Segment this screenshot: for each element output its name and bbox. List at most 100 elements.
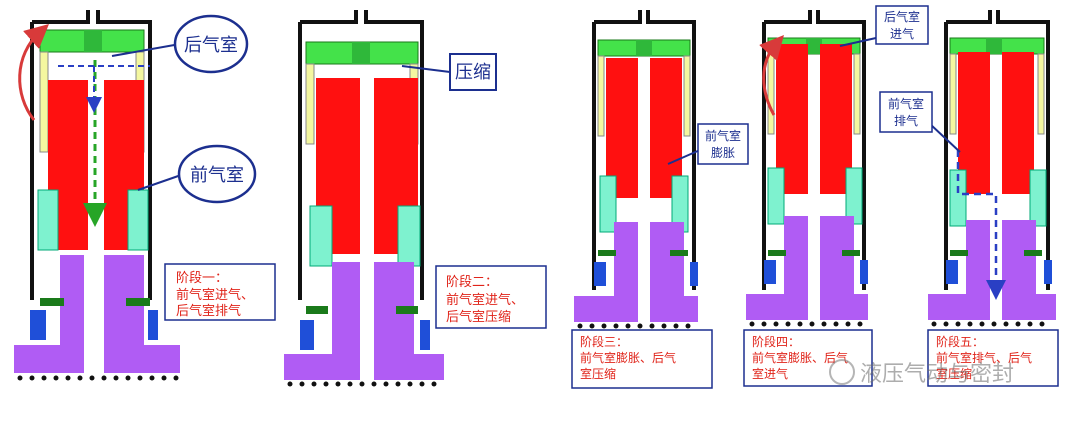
stage-box [435, 265, 547, 329]
panel-stage-5: 前气室 排气 阶段五： 前气室排气、后气 室压缩 [879, 10, 1059, 387]
motion-arrow-red [18, 24, 49, 121]
mount-stud [857, 321, 863, 327]
callout-front-chamber: 前气室 [190, 165, 244, 186]
stage-line: 前气室膨胀、后气 [752, 350, 848, 365]
stage-title: 阶段四： [752, 334, 800, 349]
mount-stud [29, 375, 35, 381]
stage-box [927, 329, 1059, 387]
mount-stud [943, 321, 949, 327]
mount-stud [797, 321, 803, 327]
mount-stud [637, 323, 643, 329]
mount-stud [383, 381, 389, 387]
mount-stud [967, 321, 973, 327]
mount-stud [347, 381, 353, 387]
mount-stud [589, 323, 595, 329]
mount-stud [613, 323, 619, 329]
mount-stud [577, 323, 583, 329]
mount-stud [625, 323, 631, 329]
mount-stud [311, 381, 317, 387]
callout-compress: 压缩 [455, 62, 491, 83]
callout-bubble [177, 144, 257, 204]
mount-stud [1003, 321, 1009, 327]
callout-box [879, 91, 933, 133]
air-flow-arrow-blue [956, 150, 1006, 300]
watermark-text: 液压气动与密封 [860, 362, 1014, 387]
cylinder-4 [746, 10, 868, 320]
mount-stud [673, 323, 679, 329]
mount-stud [17, 375, 23, 381]
stage-title: 阶段五： [936, 334, 984, 349]
air-flow-arrow-blue [58, 65, 150, 105]
callout-leader [137, 173, 185, 191]
stage-box [164, 263, 276, 321]
mount-stud [649, 323, 655, 329]
mount-stud [299, 381, 305, 387]
panel-stage-1: 后气室 前气室 阶段一： 前气室进气、 后气室排气 [14, 10, 276, 373]
callout-leader [111, 43, 181, 57]
mount-stud [371, 381, 377, 387]
stage-line: 室压缩 [936, 366, 972, 381]
stage-box [571, 329, 713, 389]
watermark: 液压气动与密封 [829, 359, 1014, 387]
mount-stud [53, 375, 59, 381]
panel-stage-3: 前气室 膨胀 阶段三： 前气室膨胀、后气 室压缩 [571, 10, 749, 389]
mount-stud [173, 375, 179, 381]
stage-line: 前气室排气、后气 [936, 350, 1032, 365]
callout-leader [401, 65, 451, 73]
mount-stud [749, 321, 755, 327]
mount-stud [821, 321, 827, 327]
mount-stud [419, 381, 425, 387]
callout-front-exhaust: 排气 [894, 113, 918, 128]
wechat-icon [829, 359, 855, 385]
cylinder-3 [574, 10, 698, 322]
mount-stud [41, 375, 47, 381]
mount-stud [685, 323, 691, 329]
mount-stud [395, 381, 401, 387]
mount-stud [833, 321, 839, 327]
motion-arrow-red [759, 35, 784, 116]
mount-stud [161, 375, 167, 381]
mount-stud [323, 381, 329, 387]
mount-stud [137, 375, 143, 381]
mount-stud [979, 321, 985, 327]
mount-stud [89, 375, 95, 381]
mount-stud [149, 375, 155, 381]
stage-title: 阶段二： [446, 275, 498, 290]
stage-line: 室进气 [752, 366, 788, 381]
panel-stage-4: 后气室 进气 阶段四： 前气室膨胀、后气 室进气 [743, 5, 929, 387]
mount-stud [1027, 321, 1033, 327]
stage-line: 后气室排气 [176, 303, 241, 319]
cylinder-1 [14, 10, 180, 373]
mount-stud [955, 321, 961, 327]
mount-stud [1015, 321, 1021, 327]
stage-title: 阶段一： [176, 271, 228, 286]
mount-stud [773, 321, 779, 327]
stage-box [743, 329, 873, 387]
mount-stud [991, 321, 997, 327]
mount-stud [931, 321, 937, 327]
mount-stud [65, 375, 71, 381]
cylinder-2 [284, 10, 444, 380]
mount-stud [845, 321, 851, 327]
mount-stud [407, 381, 413, 387]
panel-stage-2: 压缩 阶段二： 前气室进气、 后气室压缩 [284, 10, 547, 380]
mount-stud [287, 381, 293, 387]
mount-stud [601, 323, 607, 329]
mount-stud [431, 381, 437, 387]
callout-leader [667, 149, 701, 165]
callout-front-expand: 膨胀 [711, 146, 735, 160]
callout-box [449, 53, 497, 91]
callout-rear-intake: 进气 [890, 26, 914, 41]
stage-line: 前气室进气、 [446, 292, 524, 308]
stage-title: 阶段三： [580, 334, 628, 349]
callout-box [875, 5, 929, 45]
stage-line: 前气室膨胀、后气 [580, 350, 676, 365]
callout-box [697, 123, 749, 165]
callout-leader [839, 37, 877, 47]
mount-stud [761, 321, 767, 327]
mount-stud [77, 375, 83, 381]
stage-line: 室压缩 [580, 366, 616, 381]
callout-rear-intake: 后气室 [884, 9, 920, 24]
mount-stud [335, 381, 341, 387]
